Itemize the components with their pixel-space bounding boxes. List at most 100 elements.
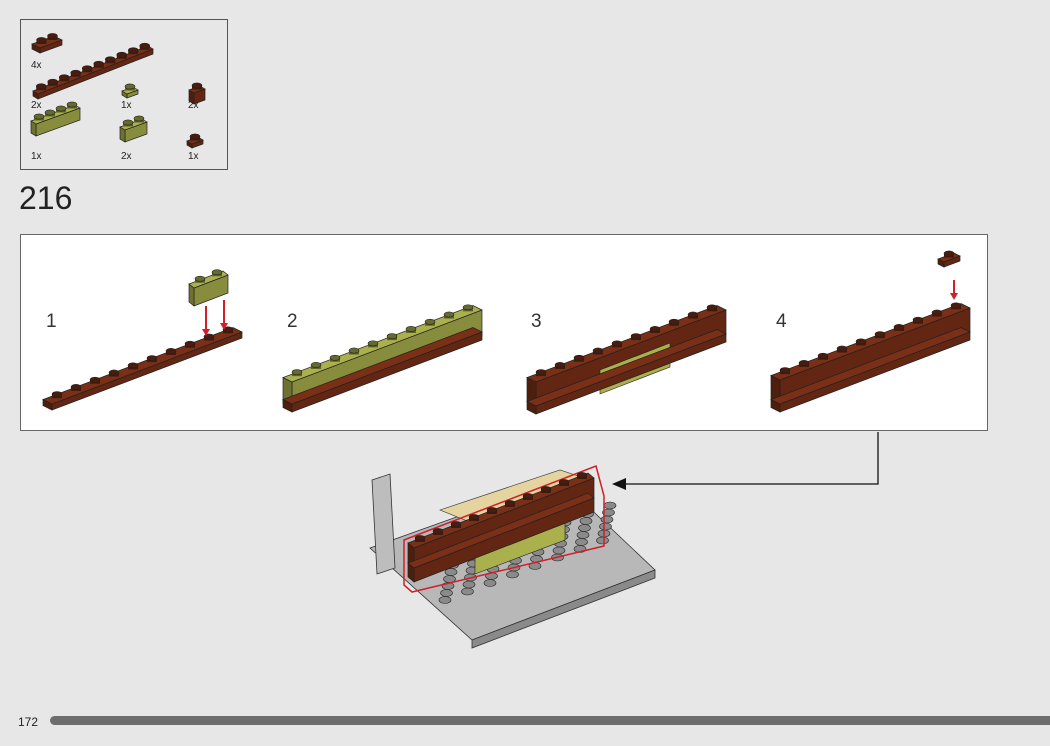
parts-list-callout: 4x 2x 1x 2x 1x 2x 1x bbox=[20, 19, 228, 170]
stud bbox=[576, 472, 588, 478]
part-qty: 4x bbox=[31, 60, 42, 71]
part-brown-plate-clip bbox=[186, 133, 204, 149]
stud bbox=[127, 47, 139, 54]
stud bbox=[424, 318, 436, 325]
stud bbox=[462, 304, 474, 311]
stud bbox=[44, 109, 56, 116]
substep-number: 4 bbox=[776, 311, 787, 332]
step-number: 216 bbox=[19, 180, 73, 216]
brick-top bbox=[407, 492, 595, 569]
stud bbox=[66, 101, 78, 108]
stud bbox=[211, 269, 223, 276]
stud bbox=[116, 51, 128, 58]
stud bbox=[47, 33, 58, 39]
stud bbox=[405, 326, 417, 332]
part-qty: 2x bbox=[188, 100, 199, 111]
brick-top bbox=[526, 329, 727, 407]
stud bbox=[47, 78, 59, 85]
part-brown-brick-1x1 bbox=[188, 82, 206, 105]
baseplate-stud bbox=[576, 531, 590, 539]
red-arrow-head bbox=[950, 293, 958, 300]
stud bbox=[104, 56, 116, 63]
baseplate-stud bbox=[462, 580, 476, 589]
baseplate-stud bbox=[461, 587, 474, 596]
stud bbox=[348, 347, 360, 354]
baseplate-stud bbox=[578, 524, 591, 532]
stud bbox=[432, 528, 444, 534]
part-qty: 2x bbox=[121, 151, 132, 162]
brown-plate-bottom bbox=[282, 327, 483, 413]
stud bbox=[222, 326, 234, 333]
stud bbox=[124, 83, 136, 90]
baseplate-stud bbox=[579, 517, 593, 525]
red-arrow-head bbox=[220, 323, 228, 330]
substeps-panel: 1 2 3 4 bbox=[20, 234, 988, 431]
stud bbox=[522, 493, 534, 499]
page-number: 172 bbox=[18, 715, 39, 729]
part-olive-masonry-brick bbox=[119, 115, 148, 143]
stud bbox=[133, 115, 145, 122]
stud bbox=[89, 376, 101, 383]
stud bbox=[504, 500, 516, 506]
stud bbox=[33, 113, 45, 120]
baseplate-stud bbox=[596, 536, 609, 545]
brick-front bbox=[51, 331, 243, 411]
olive-brick-falling bbox=[188, 269, 229, 307]
main-model bbox=[369, 464, 656, 649]
stud bbox=[855, 338, 867, 345]
stud bbox=[630, 333, 642, 340]
part-olive-plate-1x1 bbox=[121, 83, 139, 99]
stud bbox=[165, 348, 177, 354]
substep-number: 3 bbox=[531, 311, 542, 332]
wall-lower bbox=[407, 492, 595, 583]
stud bbox=[51, 391, 63, 398]
stud bbox=[36, 37, 47, 43]
baseplate-stud bbox=[600, 515, 614, 524]
brown-plate-bottom bbox=[770, 327, 971, 413]
part-olive-brick-1x4 bbox=[30, 101, 81, 137]
stud bbox=[468, 514, 480, 520]
red-arrow-head bbox=[202, 329, 210, 336]
baseplate-stud bbox=[440, 589, 453, 597]
part-qty: 1x bbox=[31, 151, 42, 162]
stud bbox=[194, 275, 206, 282]
baseplate-stud bbox=[575, 538, 588, 546]
brown-plate-clip-falling bbox=[937, 250, 961, 268]
baseplate-stud bbox=[599, 522, 612, 531]
stud bbox=[706, 304, 718, 311]
stud bbox=[93, 60, 105, 67]
stud bbox=[893, 324, 905, 330]
stud bbox=[817, 352, 829, 359]
stud bbox=[191, 82, 203, 89]
part-brown-plate-1x10 bbox=[32, 42, 154, 100]
stud bbox=[912, 316, 924, 323]
baseplate-stud bbox=[438, 596, 452, 604]
progress-bar bbox=[50, 716, 1050, 725]
stud bbox=[558, 479, 570, 485]
stud bbox=[329, 354, 341, 361]
part-qty: 1x bbox=[188, 151, 199, 162]
substep-number: 1 bbox=[46, 311, 57, 332]
stud bbox=[81, 65, 93, 72]
stud bbox=[203, 333, 215, 340]
stud bbox=[146, 355, 158, 362]
stud bbox=[798, 360, 810, 366]
stud bbox=[414, 535, 426, 541]
stud bbox=[139, 42, 151, 49]
part-brown-plate-2x2 bbox=[31, 33, 63, 54]
stud bbox=[108, 369, 120, 376]
gray-pillar bbox=[371, 473, 396, 575]
baseplate-stud bbox=[603, 501, 617, 510]
stud bbox=[931, 309, 943, 316]
stud bbox=[450, 521, 462, 527]
stud bbox=[687, 311, 699, 318]
stud bbox=[668, 318, 680, 325]
stud bbox=[592, 347, 604, 354]
stud bbox=[874, 331, 886, 338]
stud bbox=[367, 340, 379, 347]
brick-top bbox=[770, 327, 971, 405]
stud bbox=[310, 362, 322, 368]
stud bbox=[950, 302, 962, 309]
stud bbox=[611, 340, 623, 347]
